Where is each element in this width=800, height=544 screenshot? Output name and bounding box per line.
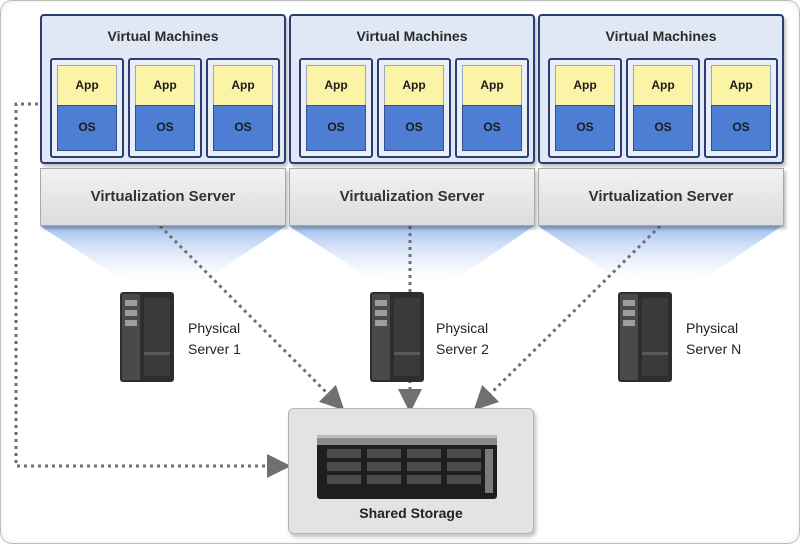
beam-3: [538, 226, 782, 290]
virtual-machine: App OS: [548, 58, 622, 158]
server-tower-1-icon: [120, 292, 174, 382]
physical-server-2-label: Physical Server 2: [436, 318, 489, 360]
shared-storage-label: Shared Storage: [359, 505, 463, 521]
physical-server-n-label: Physical Server N: [686, 318, 741, 360]
shared-storage: Shared Storage: [288, 408, 534, 534]
os-label: OS: [576, 120, 594, 134]
os-label: OS: [732, 120, 750, 134]
os-layer: OS: [306, 105, 366, 151]
app-layer: App: [711, 65, 771, 107]
virtualization-server-3: Virtualization Server: [538, 168, 784, 226]
vm-group-1: Virtual Machines App OS App OS App OS: [40, 14, 286, 164]
app-layer: App: [213, 65, 273, 107]
app-layer: App: [135, 65, 195, 107]
connector-serverN-storage: [473, 224, 662, 411]
connector-vm-storage: [14, 102, 291, 478]
os-label: OS: [327, 120, 345, 134]
connector-server1-storage: [158, 224, 345, 411]
virtual-machine: App OS: [206, 58, 280, 158]
app-layer: App: [57, 65, 117, 107]
label-line: Server 2: [436, 341, 489, 357]
vm-group-3: Virtual Machines App OS App OS App OS: [538, 14, 784, 164]
virtual-machine: App OS: [299, 58, 373, 158]
os-label: OS: [234, 120, 252, 134]
os-label: OS: [156, 120, 174, 134]
os-layer: OS: [711, 105, 771, 151]
beam-1: [40, 226, 286, 290]
virtual-machine: App OS: [704, 58, 778, 158]
storage-array-icon: [317, 435, 497, 499]
app-label: App: [75, 78, 99, 92]
app-layer: App: [462, 65, 522, 107]
server-tower-2-icon: [370, 292, 424, 382]
vm-group-title: Virtual Machines: [605, 28, 717, 44]
os-layer: OS: [213, 105, 273, 151]
physical-server-1-label: Physical Server 1: [188, 318, 241, 360]
app-label: App: [729, 78, 753, 92]
os-layer: OS: [384, 105, 444, 151]
os-label: OS: [78, 120, 96, 134]
virtual-machine: App OS: [50, 58, 124, 158]
app-label: App: [231, 78, 255, 92]
os-label: OS: [405, 120, 423, 134]
app-label: App: [153, 78, 177, 92]
label-line: Physical: [686, 320, 739, 336]
app-layer: App: [633, 65, 693, 107]
virtualization-server-label: Virtualization Server: [588, 188, 734, 205]
app-label: App: [324, 78, 348, 92]
os-layer: OS: [135, 105, 195, 151]
virtualization-server-1: Virtualization Server: [40, 168, 286, 226]
os-layer: OS: [633, 105, 693, 151]
virtualization-server-2: Virtualization Server: [289, 168, 535, 226]
app-label: App: [573, 78, 597, 92]
app-layer: App: [306, 65, 366, 107]
vm-group-2: Virtual Machines App OS App OS App OS: [289, 14, 535, 164]
virtual-machine: App OS: [377, 58, 451, 158]
virtual-machine: App OS: [626, 58, 700, 158]
label-line: Physical: [188, 320, 241, 336]
app-label: App: [402, 78, 426, 92]
app-label: App: [480, 78, 504, 92]
os-layer: OS: [57, 105, 117, 151]
app-layer: App: [384, 65, 444, 107]
label-line: Physical: [436, 320, 489, 336]
virtual-machine: App OS: [455, 58, 529, 158]
virtualization-server-label: Virtualization Server: [339, 188, 485, 205]
server-tower-n-icon: [618, 292, 672, 382]
os-layer: OS: [462, 105, 522, 151]
os-layer: OS: [555, 105, 615, 151]
beam-2: [289, 226, 534, 290]
vm-group-title: Virtual Machines: [356, 28, 468, 44]
os-label: OS: [483, 120, 501, 134]
label-line: Server 1: [188, 341, 241, 357]
vm-group-title: Virtual Machines: [107, 28, 219, 44]
app-layer: App: [555, 65, 615, 107]
virtual-machine: App OS: [128, 58, 202, 158]
app-label: App: [651, 78, 675, 92]
os-label: OS: [654, 120, 672, 134]
virtualization-server-label: Virtualization Server: [90, 188, 236, 205]
label-line: Server N: [686, 341, 742, 357]
